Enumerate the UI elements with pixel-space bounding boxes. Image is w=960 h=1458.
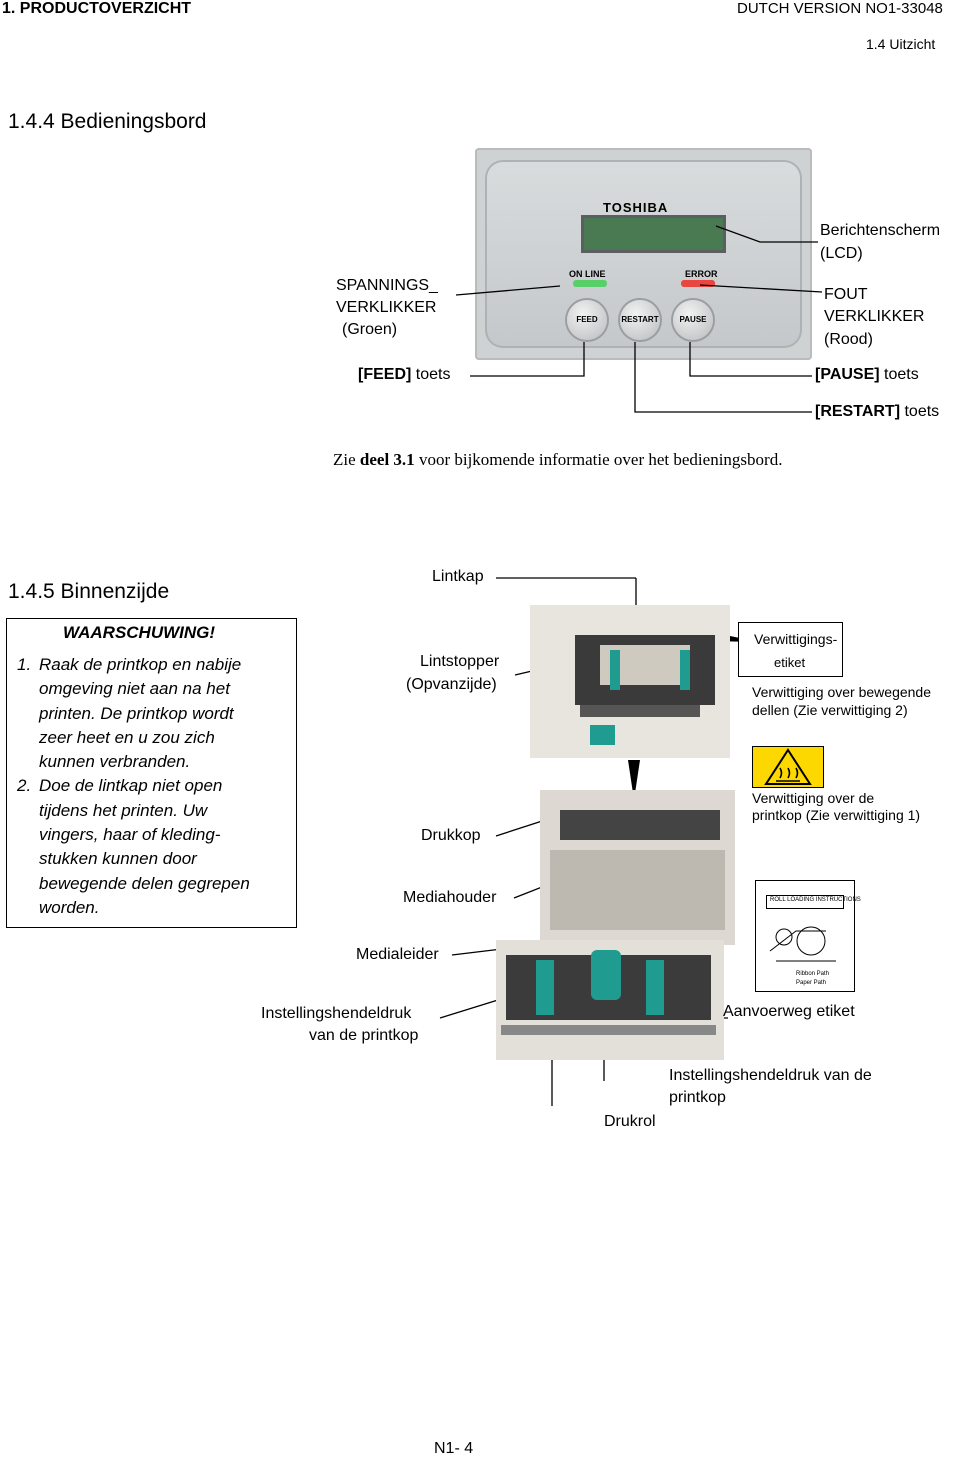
warning-item-1: 1. Raak de printkop en nabije omgeving n… bbox=[17, 655, 242, 772]
callout-spanning-3: (Groen) bbox=[342, 321, 398, 338]
feed-button[interactable]: FEED bbox=[567, 300, 607, 340]
callout-medialeider: Medialeider bbox=[356, 946, 439, 963]
callout-spanning-2: VERKLIKKER bbox=[336, 299, 437, 316]
callout-restart: [RESTART] toets bbox=[815, 403, 940, 420]
page-number: N1- 4 bbox=[434, 1440, 474, 1457]
callout-instelling-1b: van de printkop bbox=[309, 1027, 419, 1044]
section-145-title: 1.4.5 Binnenzijde bbox=[8, 580, 170, 603]
callout-fout-1: FOUT bbox=[824, 286, 868, 303]
roll-path-diagram-icon bbox=[769, 926, 836, 962]
paper-path-label: Paper Path bbox=[796, 980, 827, 986]
callout-bewegende-1: Verwittiging over bewegende bbox=[752, 684, 932, 700]
roll-loading-title-box: ROLL LOADING INSTRUCTIONS bbox=[766, 895, 861, 909]
restart-button[interactable]: RESTART bbox=[620, 300, 660, 340]
online-led bbox=[573, 280, 607, 287]
roll-loading-label: ROLL LOADING INSTRUCTIONS Ribbon Path Pa… bbox=[755, 880, 861, 992]
callout-printkop-1: Verwittiging over de bbox=[752, 790, 875, 806]
hot-surface-triangle-icon bbox=[764, 748, 812, 785]
callout-drukkop: Drukkop bbox=[421, 827, 481, 844]
warning-item-2: 2. Doe de lintkap niet open tijdens het … bbox=[17, 776, 250, 917]
warning-heading: WAARSCHUWING! bbox=[63, 623, 216, 642]
callout-printkop-2: printkop (Zie verwittiging 1) bbox=[752, 807, 921, 823]
hot-surface-warning-icon bbox=[752, 746, 824, 788]
callout-fout-3: (Rood) bbox=[824, 331, 873, 348]
brand-logo: TOSHIBA bbox=[603, 200, 669, 215]
callout-drukrol: Drukrol bbox=[604, 1113, 656, 1130]
panel-note: Zie deel 3.1 voor bijkomende informatie … bbox=[333, 450, 783, 469]
printer-ribbon-photo bbox=[530, 605, 730, 758]
callout-lcd-2: (LCD) bbox=[820, 245, 863, 262]
subsection-label: 1.4 Uitzicht bbox=[866, 36, 936, 52]
callout-instelling-2a: Instellingshendeldruk van de bbox=[669, 1067, 872, 1084]
control-panel-image: TOSHIBA ON LINE ERROR FEED RESTART PAUSE bbox=[475, 148, 812, 360]
warning-label-box: Verwittigings- etiket bbox=[738, 622, 843, 677]
callout-feed-text: toets bbox=[415, 366, 451, 383]
section-144-title: 1.4.4 Bedieningsbord bbox=[8, 110, 207, 133]
verwittiging-label-1: Verwittigings- bbox=[754, 631, 838, 647]
version-label: DUTCH VERSION NO1-33048 bbox=[737, 0, 943, 17]
lcd-display bbox=[581, 215, 726, 253]
online-led-label: ON LINE bbox=[569, 269, 606, 279]
ribbon-path-label: Ribbon Path bbox=[796, 971, 830, 977]
chapter-title: 1. PRODUCTOVERZICHT bbox=[2, 0, 192, 17]
callout-instelling-2b: printkop bbox=[669, 1089, 726, 1106]
callout-pause: [PAUSE] toets bbox=[815, 366, 919, 383]
error-led bbox=[681, 280, 715, 287]
callout-feed: [FEED] toets bbox=[358, 366, 451, 383]
callout-fout-2: VERKLIKKER bbox=[824, 308, 925, 325]
callout-spanning-1: SPANNINGS_ bbox=[336, 277, 438, 294]
media-holder-photo bbox=[496, 940, 724, 1060]
callout-instelling-1a: Instellingshendeldruk bbox=[261, 1005, 412, 1022]
roll-loading-title: ROLL LOADING INSTRUCTIONS bbox=[770, 897, 861, 903]
callout-mediahouder: Mediahouder bbox=[403, 889, 497, 906]
callout-aanvoerweg: Aanvoerweg etiket bbox=[723, 1003, 855, 1020]
printhead-photo bbox=[540, 790, 735, 945]
verwittiging-label-2: etiket bbox=[774, 655, 806, 670]
warning-box: WAARSCHUWING! 1. Raak de printkop en nab… bbox=[6, 618, 297, 928]
callout-lintkap: Lintkap bbox=[432, 568, 484, 585]
pause-button[interactable]: PAUSE bbox=[673, 300, 713, 340]
error-led-label: ERROR bbox=[685, 269, 718, 279]
callout-lcd-1: Berichtenscherm bbox=[820, 222, 941, 239]
callout-lintstopper-1: Lintstopper bbox=[420, 653, 500, 670]
callout-bewegende-2: dellen (Zie verwittiging 2) bbox=[752, 702, 908, 718]
callout-lintstopper-2: (Opvanzijde) bbox=[406, 676, 497, 693]
